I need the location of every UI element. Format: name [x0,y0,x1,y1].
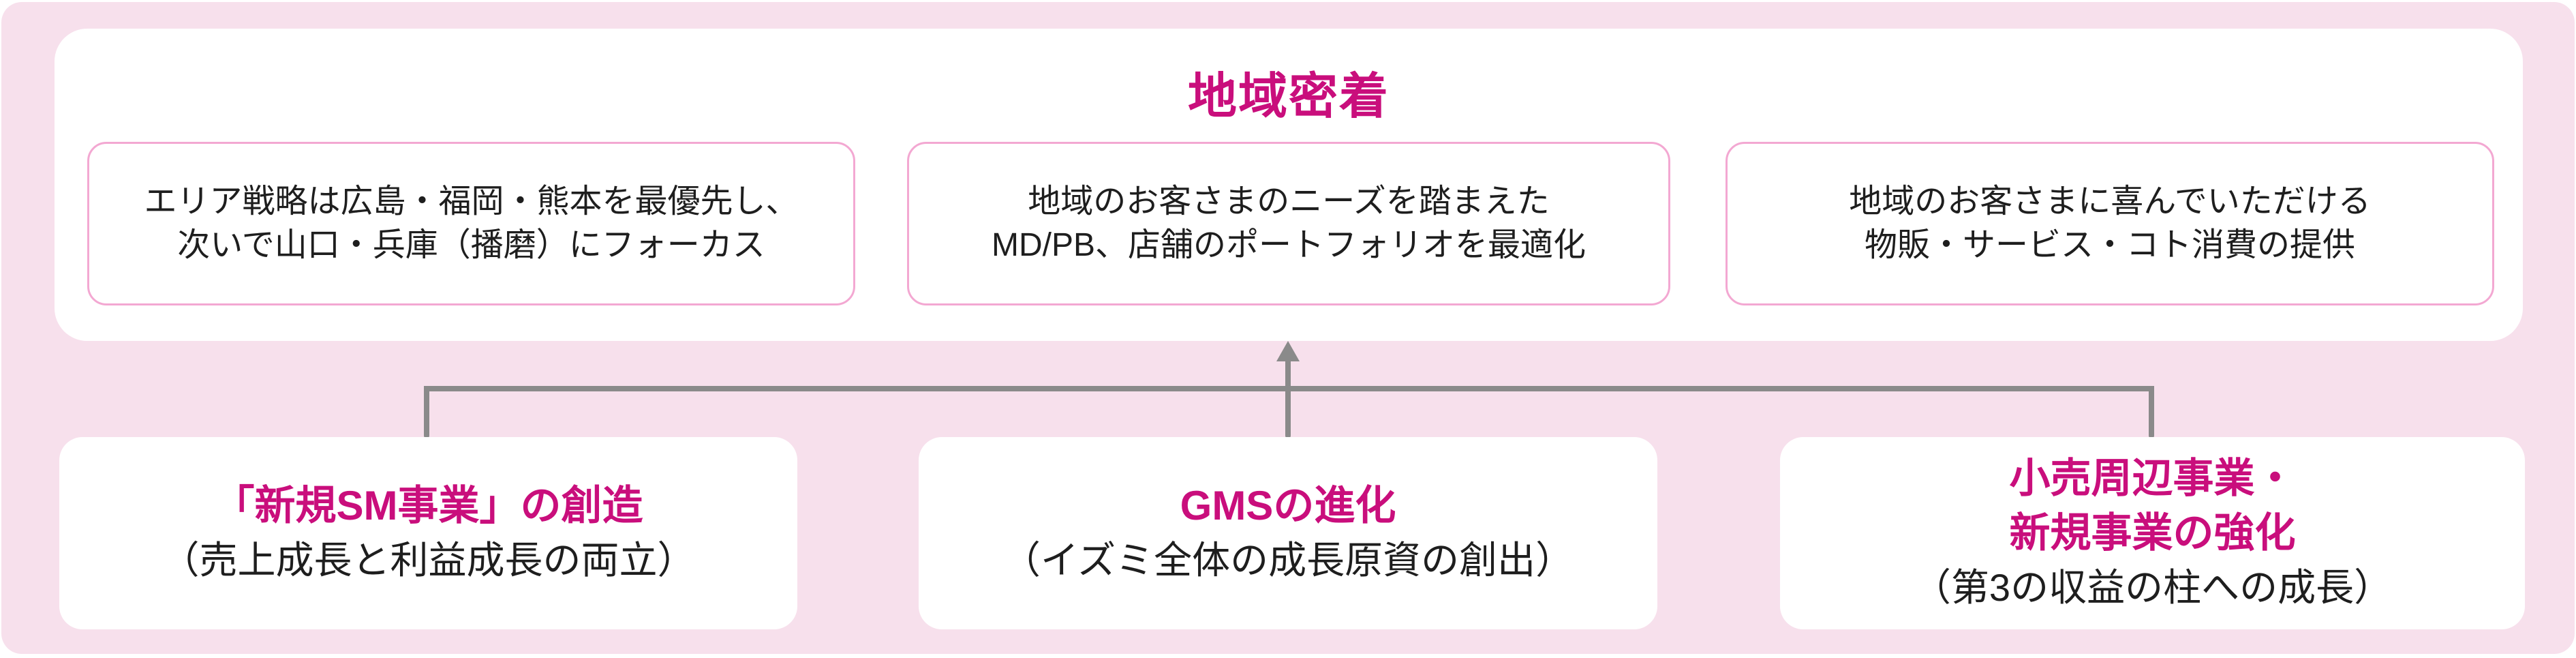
strategy-sub-gms-evolution: （イズミ全体の成長原資の創出） [1002,539,1574,582]
pillar-box-goods-services: 地域のお客さまに喜んでいただける 物販・サービス・コト消費の提供 [1726,142,2494,305]
pillar-text-md-pb-portfolio: 地域のお客さまのニーズを踏まえた MD/PB、店舗のポートフォリオを最適化 [991,183,1586,263]
pillar-text-area-strategy: エリア戦略は広島・福岡・熊本を最優先し、 次いで山口・兵庫（播磨）にフォーカス [144,183,799,263]
connector-stem-center [1285,360,1291,438]
strategy-sub-new-sm-business: （売上成長と利益成長の両立） [161,539,696,582]
strategy-sub-peripheral-new-business: （第3の収益の柱への成長） [1912,566,2393,609]
pillar-box-area-strategy: エリア戦略は広島・福岡・熊本を最優先し、 次いで山口・兵庫（播磨）にフォーカス [87,142,855,305]
community-focus-title: 地域密着 [1187,70,1390,124]
connector-drop-left [424,386,429,438]
pillar-box-md-pb-portfolio: 地域のお客さまのニーズを踏まえた MD/PB、店舗のポートフォリオを最適化 [907,142,1670,305]
community-focus-container: 地域密着 エリア戦略は広島・福岡・熊本を最優先し、 次いで山口・兵庫（播磨）にフ… [55,29,2523,341]
strategy-heading-gms-evolution: GMSの進化 [1180,483,1396,528]
strategy-heading-new-sm-business: 「新規SM事業」の創造 [213,483,643,528]
connector-drop-right [2149,386,2154,438]
strategy-heading-peripheral-new-business: 小売周辺事業・ 新規事業の強化 [2009,455,2296,556]
strategy-box-peripheral-new-business: 小売周辺事業・ 新規事業の強化 （第3の収益の柱への成長） [1780,437,2525,629]
arrow-up-icon [1276,341,1300,361]
strategy-box-gms-evolution: GMSの進化 （イズミ全体の成長原資の創出） [919,437,1657,629]
pillar-text-goods-services: 地域のお客さまに喜んでいただける 物販・サービス・コト消費の提供 [1849,183,2371,263]
strategy-box-new-sm-business: 「新規SM事業」の創造 （売上成長と利益成長の両立） [59,437,797,629]
